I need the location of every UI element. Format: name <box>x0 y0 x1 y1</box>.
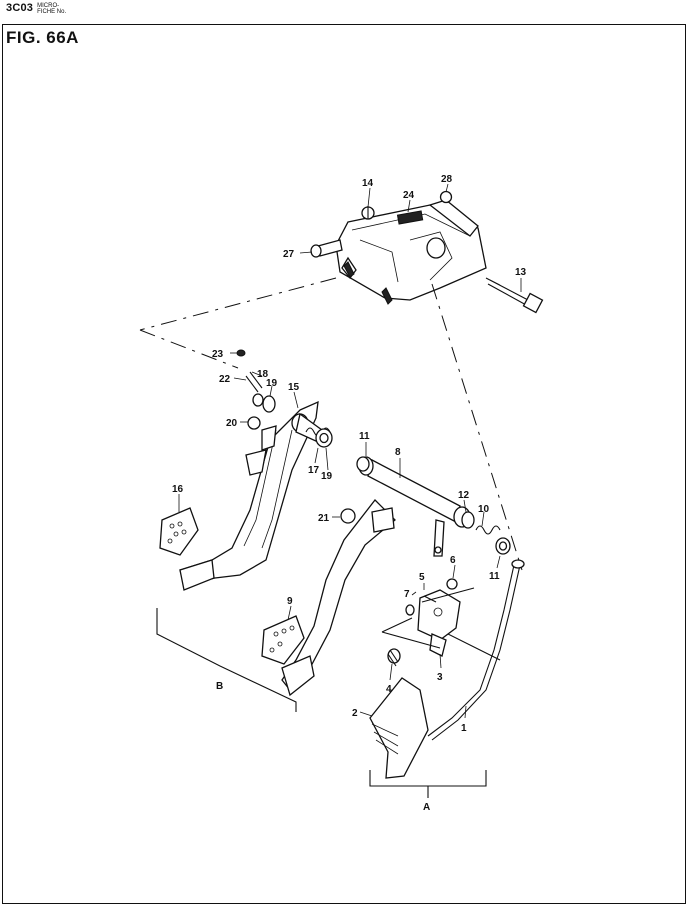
callout-19-upper: 19 <box>266 378 278 389</box>
fiche-code: 3C03 <box>6 2 34 14</box>
callout-10: 10 <box>478 504 490 515</box>
callout-28: 28 <box>441 174 453 185</box>
callout-16: 16 <box>172 484 184 495</box>
accelerator-pedal-drawing <box>369 559 525 779</box>
callout-17: 17 <box>308 465 320 476</box>
callout-11-upper: 11 <box>359 431 370 442</box>
callout-9: 9 <box>287 596 293 607</box>
figure-title: FIG. 66A <box>6 28 79 47</box>
callout-23: 23 <box>212 349 224 360</box>
callout-6: 6 <box>450 555 456 566</box>
callout-4: 4 <box>386 684 392 695</box>
leader-lines <box>178 183 522 719</box>
callout-22: 22 <box>219 374 231 385</box>
fiche-label: MICRO- FICHE No. <box>37 3 66 15</box>
pedal-bracket-drawing <box>310 190 544 314</box>
group-label-a: A <box>423 802 430 813</box>
callout-18: 18 <box>257 369 269 380</box>
callout-2: 2 <box>352 708 358 719</box>
page-header: 3C03 MICRO- FICHE No. <box>6 2 66 20</box>
clutch-pedal-drawing <box>159 349 333 591</box>
fiche-label-line1: MICRO- <box>37 3 60 9</box>
callout-5: 5 <box>419 572 425 583</box>
figure-frame <box>2 24 686 904</box>
callout-8: 8 <box>395 447 401 458</box>
brake-pedal-drawing <box>261 456 511 697</box>
callout-27: 27 <box>283 249 295 260</box>
group-label-b: B <box>216 681 223 692</box>
callout-1: 1 <box>461 723 467 734</box>
callout-19-lower: 19 <box>321 471 333 482</box>
callout-12: 12 <box>458 490 470 501</box>
callout-3: 3 <box>437 672 443 683</box>
callout-20: 20 <box>226 418 238 429</box>
fiche-label-line2: FICHE No. <box>37 9 67 15</box>
group-brackets <box>156 608 487 798</box>
alignment-guide-lines <box>139 277 523 649</box>
callout-24: 24 <box>403 190 415 201</box>
callout-7: 7 <box>404 589 410 600</box>
callout-14: 14 <box>362 178 374 189</box>
callout-13: 13 <box>515 267 527 278</box>
callout-21: 21 <box>318 513 330 524</box>
callout-15: 15 <box>288 382 300 393</box>
callout-11-lower: 11 <box>489 571 500 582</box>
